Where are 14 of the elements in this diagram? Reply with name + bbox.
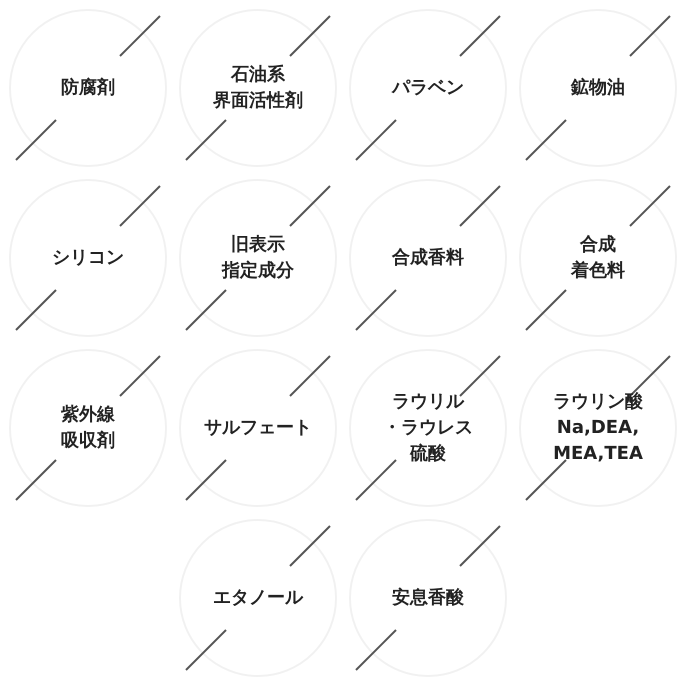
ingredient-label: ラウリル・ラウレス硫酸: [383, 390, 473, 466]
ingredient-label: ラウリン酸Na,DEA,MEA,TEA: [553, 390, 643, 466]
ingredient-label: 合成着色料: [571, 232, 625, 283]
ingredient-label: 安息香酸: [392, 586, 464, 610]
ingredient-label: 紫外線吸収剤: [61, 402, 115, 453]
ingredient-label: シリコン: [52, 246, 124, 270]
ingredient-label: 旧表示指定成分: [222, 232, 294, 283]
ingredient-label: 石油系界面活性剤: [213, 62, 303, 113]
ingredient-label: 鉱物油: [571, 76, 625, 100]
ingredient-label: パラベン: [392, 76, 464, 100]
ingredient-label: 合成香料: [392, 246, 464, 270]
ingredient-label: エタノール: [213, 586, 303, 610]
ingredient-label: サルフェート: [204, 416, 312, 440]
ingredient-label: 防腐剤: [61, 76, 115, 100]
